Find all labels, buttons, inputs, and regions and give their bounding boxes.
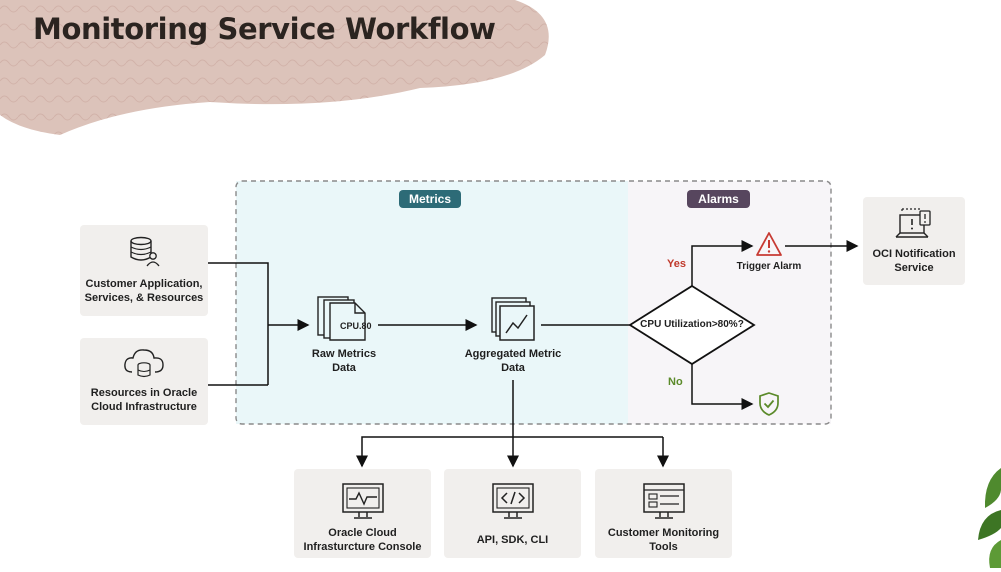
dashboard-monitor-icon <box>642 483 685 519</box>
no-label: No <box>668 376 683 388</box>
source-label: Customer Application, Services, & Resour… <box>84 278 204 304</box>
decision-label: CPU Utilization>80%? <box>640 319 744 330</box>
page-title: Monitoring Service Workflow <box>33 12 496 46</box>
oci-notification-card: OCI Notification Service <box>863 197 965 285</box>
metrics-section-label: Metrics <box>399 190 461 208</box>
consumer-card-tools: Customer Monitoring Tools <box>595 469 732 558</box>
console-monitor-icon <box>341 483 384 519</box>
source-card-customer: Customer Application, Services, & Resour… <box>80 225 208 316</box>
code-monitor-icon <box>491 483 534 519</box>
shield-check-icon <box>759 392 779 416</box>
metrics-region <box>236 181 628 424</box>
documents-stack-icon <box>317 296 366 341</box>
consumer-card-api: API, SDK, CLI <box>444 469 581 558</box>
alarms-section-label: Alarms <box>687 190 750 208</box>
connector-no <box>691 364 754 410</box>
database-user-icon <box>130 236 160 267</box>
chart-stack-icon <box>491 297 535 341</box>
cloud-database-icon <box>124 349 164 378</box>
raw-metrics-label: Raw Metrics Data <box>311 348 377 374</box>
raw-metrics-doc-text: CPU.80 <box>340 321 372 331</box>
aggregated-label: Aggregated Metric Data <box>464 348 562 374</box>
source-label: Resources in Oracle Cloud Infrastructure <box>90 387 198 413</box>
source-card-oci: Resources in Oracle Cloud Infrastructure <box>80 338 208 425</box>
consumer-card-console: Oracle Cloud Infrasturcture Console <box>294 469 431 558</box>
consumer-label: Oracle Cloud Infrasturcture Console <box>303 527 422 553</box>
notification-monitor-icon <box>895 208 931 238</box>
yes-label: Yes <box>667 258 686 270</box>
decision-diamond <box>628 284 756 366</box>
alarms-region <box>628 181 831 424</box>
trigger-alarm-label: Trigger Alarm <box>736 261 802 272</box>
connector-yes <box>691 240 754 286</box>
consumer-label: Customer Monitoring Tools <box>607 527 720 553</box>
warning-triangle-icon <box>756 232 782 256</box>
connector-source1 <box>208 262 269 385</box>
workflow-boundary <box>235 180 832 425</box>
consumer-label: API, SDK, CLI <box>476 534 549 546</box>
oci-notification-label: OCI Notification Service <box>872 248 956 274</box>
